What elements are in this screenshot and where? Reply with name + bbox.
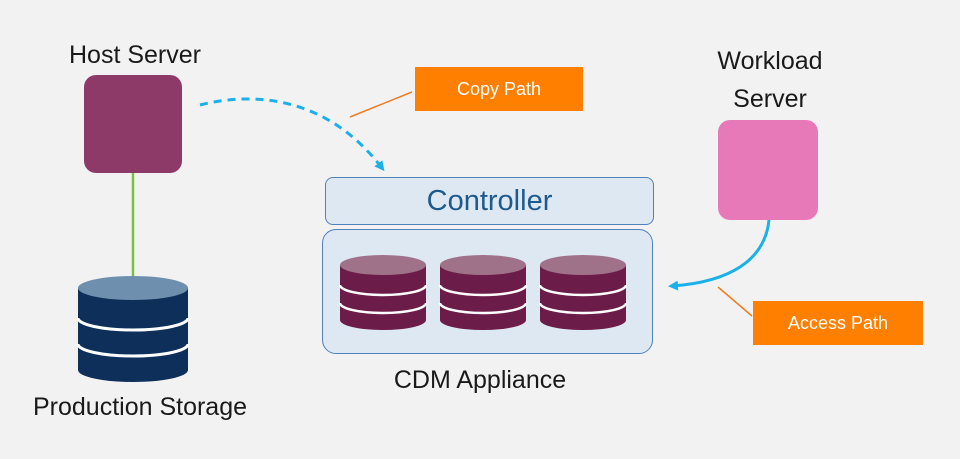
host-server-icon <box>84 75 182 173</box>
controller-box: Controller <box>325 177 654 225</box>
disk-stack-1 <box>338 255 428 330</box>
disk-stack-3 <box>538 255 628 330</box>
copy-path-leader <box>349 91 413 118</box>
workload-server-icon <box>718 120 818 220</box>
workload-server-label: Workload Server <box>717 47 823 113</box>
production-storage-label: Production Storage <box>32 393 248 421</box>
access-path-callout: Access Path <box>753 301 923 345</box>
disk-stack-2 <box>438 255 528 330</box>
cdm-appliance-label: CDM Appliance <box>393 366 567 394</box>
access-path-arrow <box>668 219 771 291</box>
copy-path-callout: Copy Path <box>415 67 583 111</box>
access-path-leader <box>717 286 753 317</box>
production-storage-icon <box>76 276 190 382</box>
host-server-label: Host Server <box>69 41 201 69</box>
copy-path-arrow <box>199 97 385 172</box>
